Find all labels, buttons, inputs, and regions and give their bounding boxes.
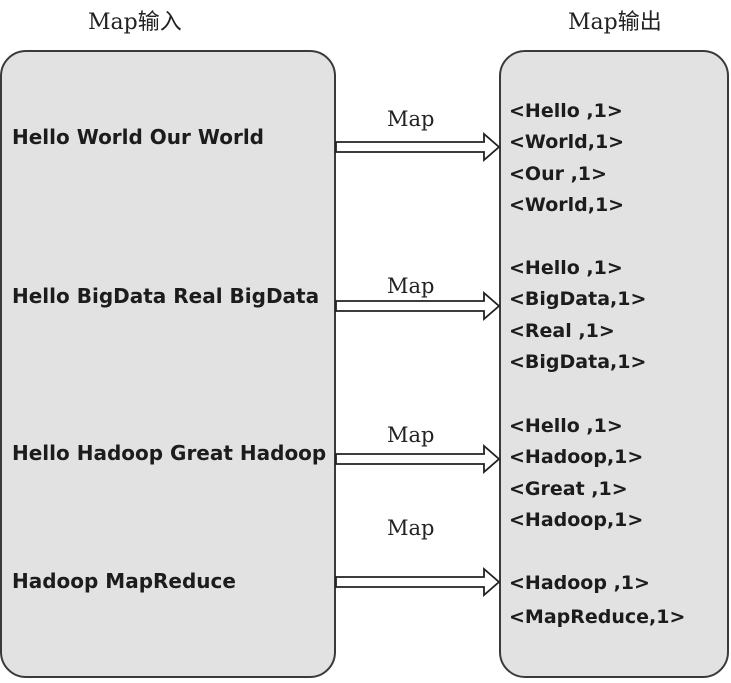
- map-arrow-1: [335, 132, 501, 162]
- output-pair: <Hadoop,1>: [509, 509, 644, 531]
- map-label-1: Map: [387, 107, 435, 131]
- output-pair: <Our ,1>: [509, 163, 607, 185]
- map-arrow-4: [335, 567, 501, 597]
- output-pair: <World,1>: [509, 194, 625, 216]
- map-label-4: Map: [387, 516, 435, 540]
- output-pair: <Great ,1>: [509, 478, 628, 500]
- map-output-header: Map输出: [568, 10, 662, 35]
- map-arrow-3: [335, 444, 501, 474]
- map-input-box: [0, 50, 336, 678]
- map-label-3: Map: [387, 423, 435, 447]
- output-pair: <MapReduce,1>: [509, 606, 686, 628]
- map-arrow-2: [335, 291, 501, 321]
- input-line-3: Hello Hadoop Great Hadoop: [12, 441, 327, 465]
- output-pair: <Hadoop,1>: [509, 446, 644, 468]
- output-pair: <Real ,1>: [509, 320, 615, 342]
- map-label-2: Map: [387, 274, 435, 298]
- input-line-2: Hello BigData Real BigData: [12, 284, 320, 308]
- output-pair: <Hello ,1>: [509, 415, 623, 437]
- output-pair: <BigData,1>: [509, 288, 647, 310]
- output-pair: <BigData,1>: [509, 351, 647, 373]
- output-pair: <Hello ,1>: [509, 257, 623, 279]
- input-line-4: Hadoop MapReduce: [12, 569, 236, 593]
- output-pair: <World,1>: [509, 131, 625, 153]
- input-line-1: Hello World Our World: [12, 125, 264, 149]
- output-pair: <Hello ,1>: [509, 100, 623, 122]
- map-output-box: [499, 50, 729, 678]
- map-input-header: Map输入: [88, 10, 182, 35]
- output-pair: <Hadoop ,1>: [509, 572, 650, 594]
